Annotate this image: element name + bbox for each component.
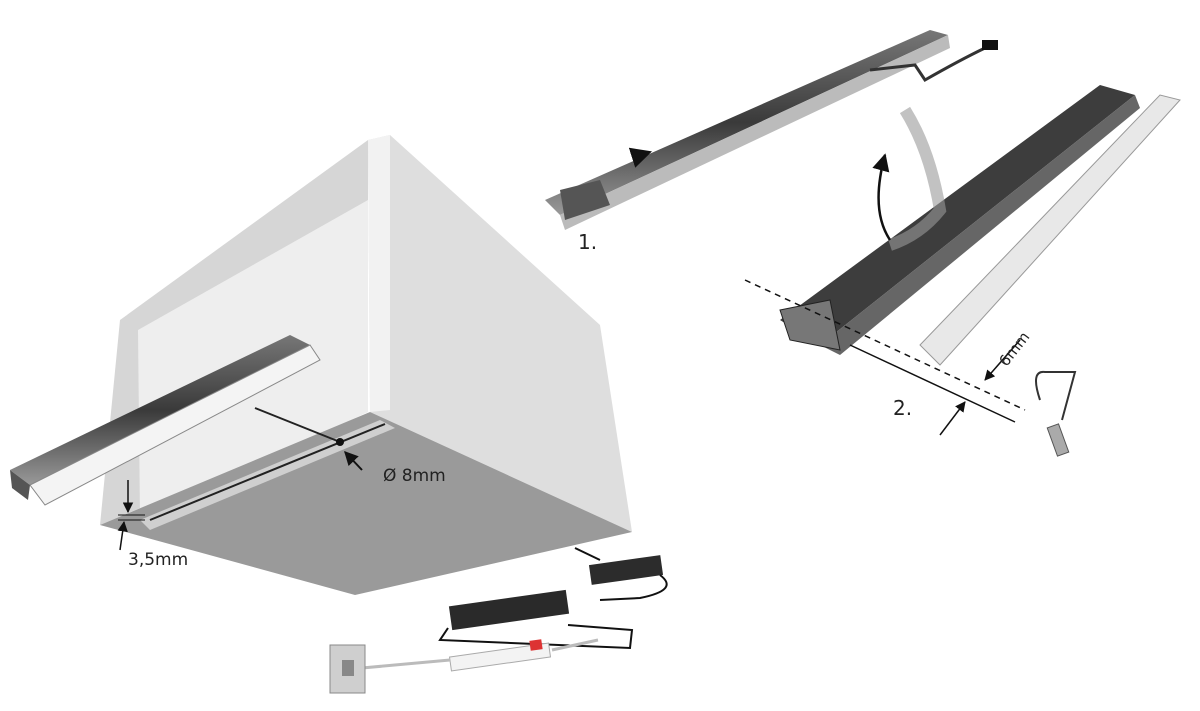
- cable-groove: [149, 423, 386, 521]
- hole-diameter-label: Ø 8mm: [383, 466, 446, 486]
- junction-box: [588, 555, 664, 585]
- adhesive-tape: [887, 106, 947, 251]
- step1-label: 1.: [578, 230, 598, 254]
- power-supply-set: [329, 547, 668, 694]
- hacksaw-icon: [1035, 370, 1077, 457]
- led-driver: [448, 589, 570, 631]
- groove-depth-label: 3,5mm: [128, 550, 189, 570]
- cut-line: [744, 279, 1026, 411]
- step2-profile: [744, 85, 1181, 436]
- led-profile-installed: [10, 335, 321, 506]
- step1-profile: [545, 30, 998, 230]
- switch: [448, 642, 552, 672]
- diffuser: [919, 94, 1181, 366]
- drill-hole: [336, 438, 344, 446]
- step2-label: 2.: [893, 396, 913, 420]
